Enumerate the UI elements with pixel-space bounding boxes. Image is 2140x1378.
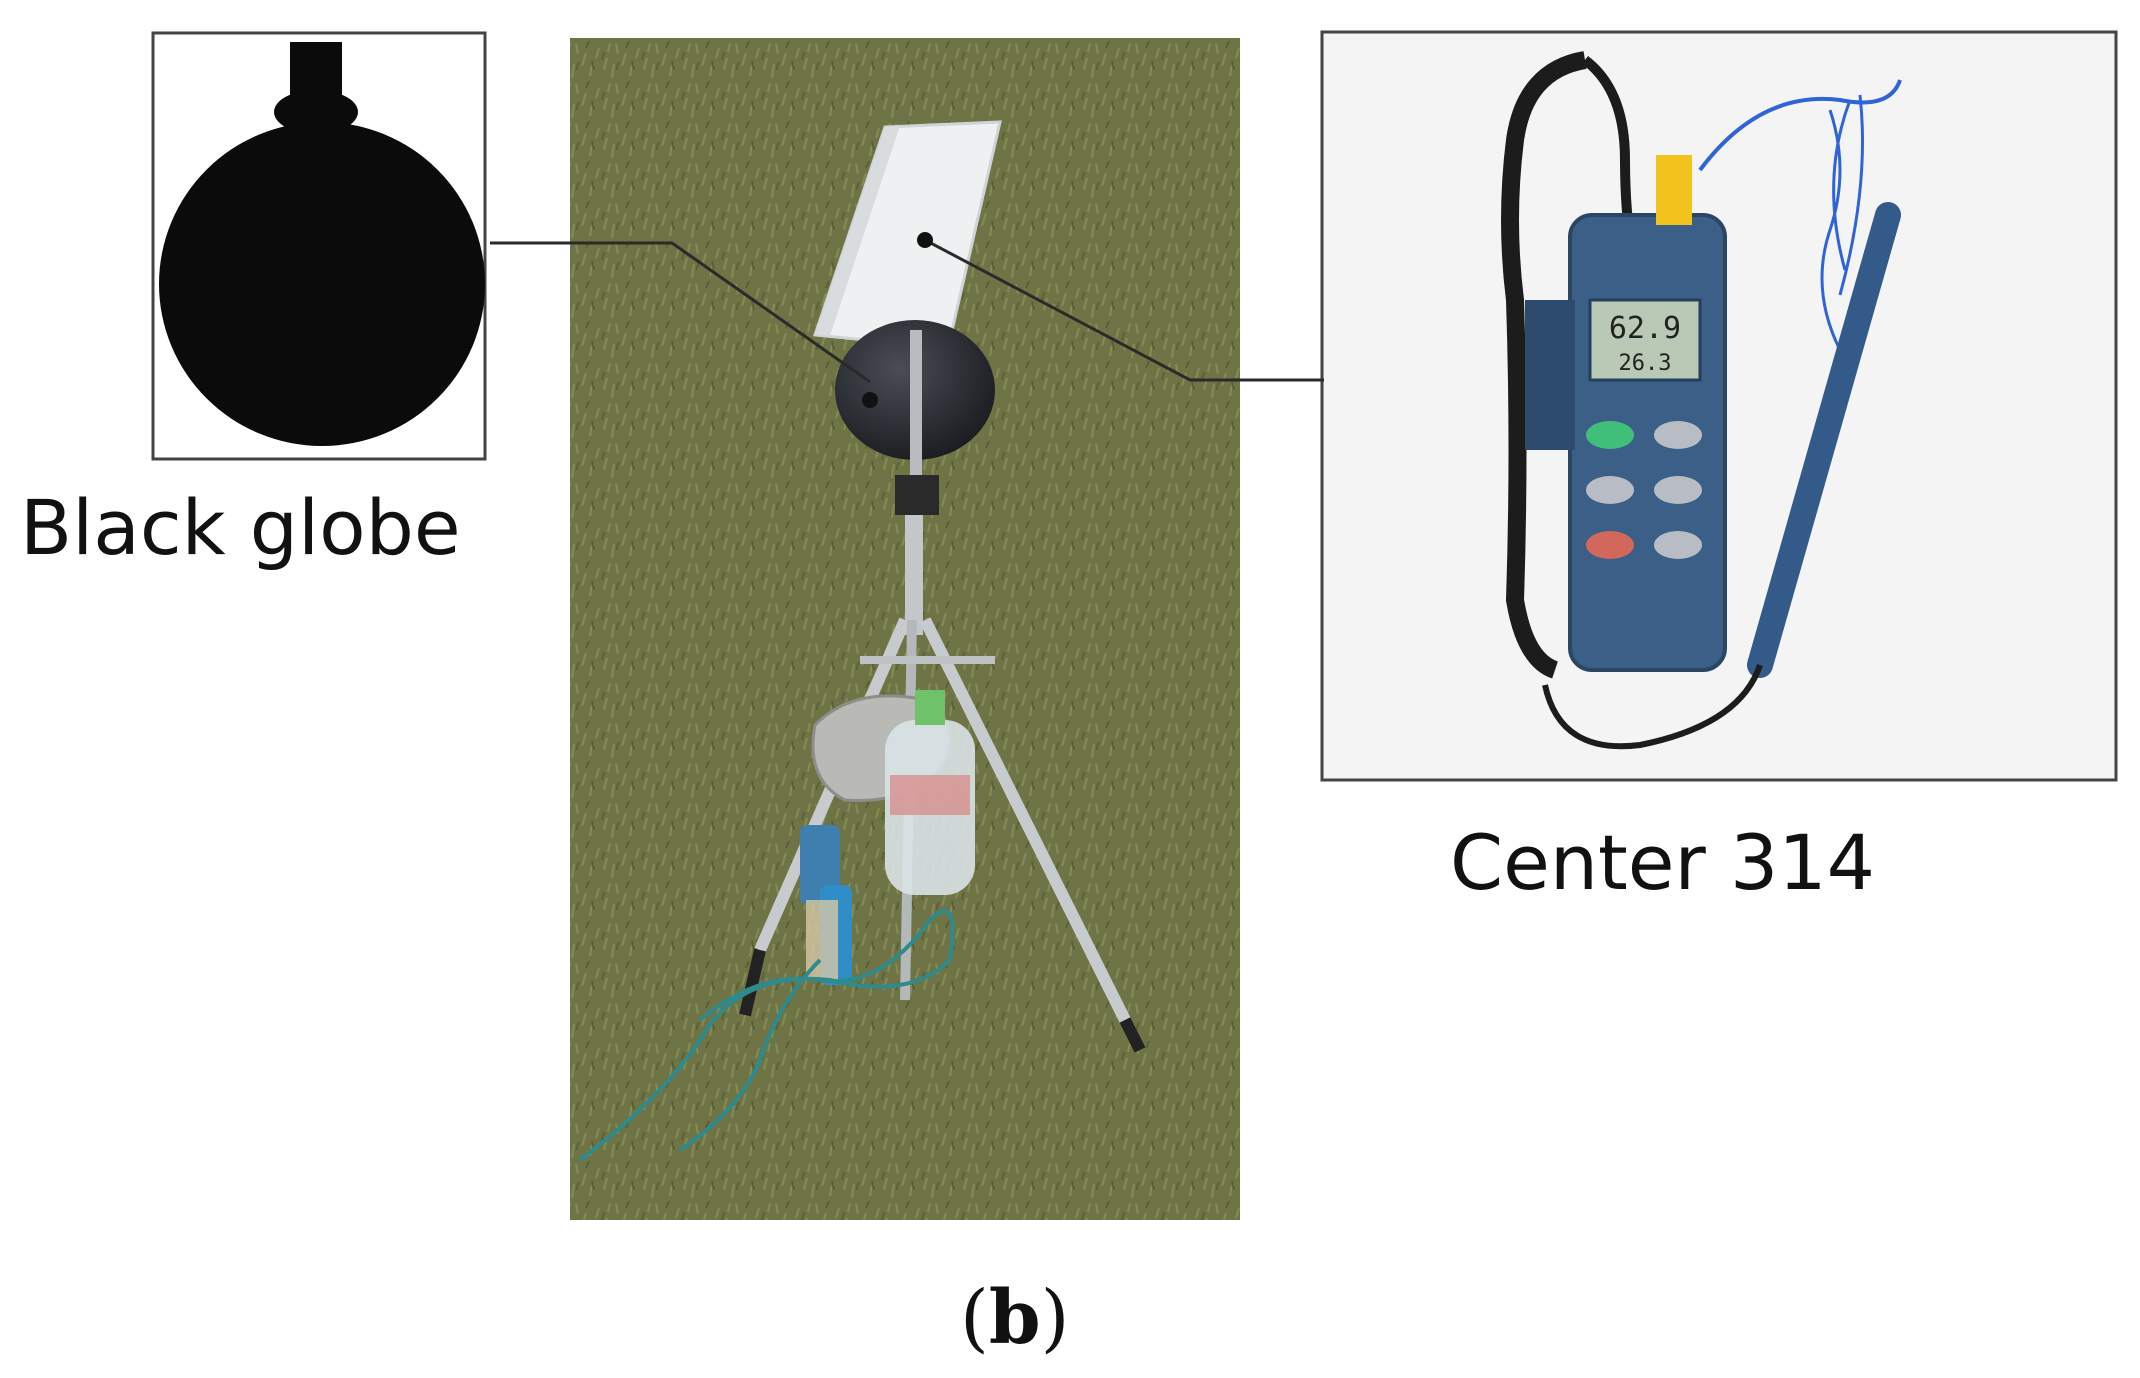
svg-text:62.9: 62.9: [1609, 311, 1681, 346]
figure-caption: (b): [960, 1275, 1070, 1361]
black-globe-label: Black globe: [20, 483, 461, 572]
meter-button-power: [1586, 421, 1634, 449]
meter-button-record: [1586, 531, 1634, 559]
meter-button: [1654, 476, 1702, 504]
globe-leader-line: [490, 241, 871, 384]
black-globe-icon: [159, 122, 485, 446]
board-pointer-dot: [917, 232, 933, 248]
connector: [1656, 155, 1692, 225]
globe-pointer-dot: [862, 392, 878, 408]
meter-button: [1654, 531, 1702, 559]
humidity-probe: [1747, 202, 1901, 678]
tripod-head: [895, 475, 939, 515]
black-globe-inset: [151, 31, 487, 461]
caption-open-paren: (: [960, 1275, 989, 1361]
meter-display: [1588, 298, 1702, 382]
caption-close-paren: ): [1040, 1275, 1070, 1361]
coiled-cable: [1501, 51, 1587, 679]
field-setup-photo: [570, 38, 1240, 1220]
meter-leader-line: [924, 238, 1324, 382]
meter-button: [1586, 476, 1634, 504]
caption-letter: b: [988, 1275, 1041, 1361]
cable: [578, 909, 955, 1162]
meter-button: [1654, 421, 1702, 449]
meter-inset: 62.9 26.3: [1320, 30, 2118, 782]
probe-wire: [1698, 79, 1902, 172]
svg-text:26.3: 26.3: [1619, 351, 1672, 376]
meter-label: Center 314: [1450, 818, 1876, 907]
